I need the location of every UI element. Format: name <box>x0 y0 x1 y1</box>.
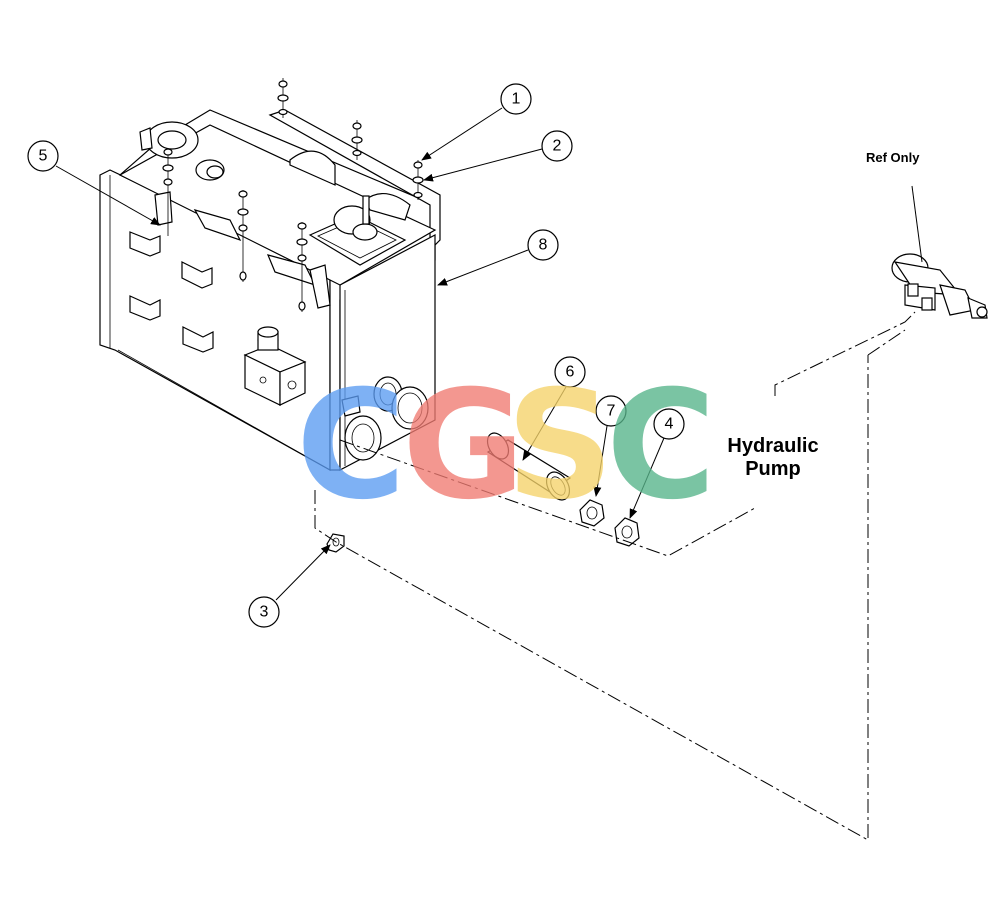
mounting-bolts <box>162 78 424 312</box>
callout-5: 5 <box>27 140 161 226</box>
suction-tube <box>486 432 572 501</box>
bolt-inner-1 <box>162 148 174 236</box>
watermark-letter-3: S <box>506 359 614 533</box>
watermark-letter-2: G <box>402 359 525 533</box>
ref-only-label: Ref Only <box>866 150 923 263</box>
svg-text:7: 7 <box>607 403 616 420</box>
bolt-top-3 <box>412 160 424 200</box>
bolt-top-2 <box>351 120 363 160</box>
bolt-top-1 <box>277 78 289 118</box>
svg-text:6: 6 <box>566 364 575 381</box>
hydraulic-tank-assembly <box>99 109 441 472</box>
bolt-inner-2 <box>237 190 249 282</box>
svg-text:Hydraulic: Hydraulic <box>727 435 818 457</box>
hydraulic-pump <box>891 253 988 319</box>
svg-text:5: 5 <box>39 148 48 165</box>
callout-6: 6 <box>522 356 586 461</box>
watermark-letter-4: C <box>606 359 716 533</box>
svg-text:Ref Only: Ref Only <box>866 150 920 165</box>
svg-text:Pump: Pump <box>745 458 801 480</box>
watermark-letter-1: C <box>296 359 406 533</box>
callout-7: 7 <box>593 395 627 497</box>
callout-1: 1 <box>421 83 532 161</box>
centerlines <box>117 311 916 841</box>
svg-text:1: 1 <box>512 91 521 108</box>
callout-3: 3 <box>248 544 331 628</box>
svg-text:8: 8 <box>539 237 548 254</box>
svg-text:2: 2 <box>553 138 562 155</box>
callout-2: 2 <box>423 130 573 182</box>
svg-text:4: 4 <box>665 416 674 433</box>
cgsc-watermark: C G S C <box>296 359 716 533</box>
callout-4: 4 <box>629 408 685 519</box>
drain-plug <box>326 533 345 553</box>
elbow-fitting <box>614 517 640 547</box>
callout-8: 8 <box>437 229 559 286</box>
adapter-fitting <box>579 499 605 527</box>
hydraulic-pump-label: Hydraulic Pump <box>727 435 818 480</box>
svg-text:3: 3 <box>260 604 269 621</box>
bolt-inner-3 <box>296 222 308 312</box>
